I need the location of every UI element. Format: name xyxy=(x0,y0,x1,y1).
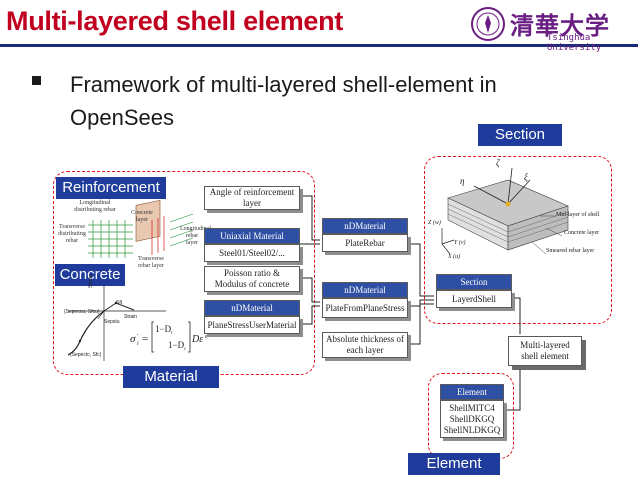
label-long-rebar-layer: Longitudinal rebar layer xyxy=(180,226,211,246)
element-header: Element xyxy=(440,384,504,400)
steel-material-box: Steel01/Steel02/... xyxy=(204,244,300,262)
reinforcement-sketch xyxy=(88,200,194,258)
section-header: Section xyxy=(436,274,512,290)
poisson-modulus-box: Poisson ratio & Modulus of concrete xyxy=(204,266,300,292)
plate-from-plane-stress-box: PlateFromPlaneStress xyxy=(322,298,408,318)
bullet-text: Framework of multi-layered shell-element… xyxy=(70,72,497,130)
element-item-shellmitc4: ShellMITC4 xyxy=(449,402,495,413)
tag-reinforcement: Reinforcement xyxy=(56,177,166,199)
ndmaterial-header-pfps: nDMaterial xyxy=(322,282,408,298)
tag-section: Section xyxy=(478,124,562,146)
element-item-shelldkgq: ShellDKGQ xyxy=(449,413,495,424)
connector-section-result xyxy=(512,297,521,334)
tag-concrete: Concrete xyxy=(55,264,125,286)
label-concrete-layer-section: Concrete layer xyxy=(564,230,600,236)
plane-stress-user-material-box: PlaneStressUserMaterial xyxy=(204,316,300,334)
label-trans-dist-rebar: Transverse distributing rebar xyxy=(58,224,86,244)
svg-text:σ: σ xyxy=(130,333,136,345)
logo-english-text: Tsinghua University xyxy=(547,33,602,53)
label-eta: η xyxy=(460,176,465,186)
section-group xyxy=(424,156,612,324)
title-underline xyxy=(0,44,638,47)
slide-title: Multi-layered shell element xyxy=(6,6,344,36)
label-axis-x: X (u) xyxy=(448,254,461,260)
connector-element-result xyxy=(504,366,521,411)
connector-angle-platerebar xyxy=(300,195,320,241)
seal-icon xyxy=(471,7,505,41)
label-point-ultimate: Sepstu xyxy=(104,319,120,325)
tag-element: Element xyxy=(408,453,500,475)
svg-text:1−D: 1−D xyxy=(168,340,185,350)
ndmaterial-header-1: nDMaterial xyxy=(204,300,300,316)
svg-text:=: = xyxy=(142,333,148,345)
constitutive-formula: σ ' i = 1−D t 1−D c Dε e xyxy=(130,321,208,353)
svg-text:c: c xyxy=(184,347,187,352)
bullet-icon xyxy=(32,76,41,85)
label-long-dist-rebar: Longitudinal distributing rebar xyxy=(74,200,116,213)
element-list-box: ShellMITC4 ShellDKGQ ShellNLDKGQ xyxy=(440,400,504,438)
label-concrete-layer: Concrete layer xyxy=(131,210,153,223)
concrete-stress-strain-sketch xyxy=(67,285,166,361)
absolute-thickness-box: Absolute thickness of each layer xyxy=(322,332,408,358)
label-smeared-rebar: Smeared rebar layer xyxy=(546,248,595,254)
svg-text:t: t xyxy=(171,331,173,336)
label-stress: Stress xyxy=(88,273,94,288)
university-logo xyxy=(470,6,506,42)
svg-text:e: e xyxy=(205,334,208,340)
label-mid-layer: Mid-layer of shell xyxy=(556,212,600,218)
plate-rebar-box: PlateRebar xyxy=(322,234,408,252)
label-trans-rebar-layer: Transverse rebar layer xyxy=(137,256,165,269)
label-axis-z: Z (w) xyxy=(428,220,441,226)
connector-platerebar-section xyxy=(408,243,434,297)
connector-psum-pfps xyxy=(300,305,320,325)
label-point-tension: (Sepectc, Sfc) xyxy=(70,352,102,358)
svg-text:1−D: 1−D xyxy=(155,324,172,334)
label-axis-y: Y (v) xyxy=(454,240,466,246)
svg-text:Dε: Dε xyxy=(191,334,203,345)
connector-thickness-section xyxy=(408,303,434,345)
uniaxial-material-header: Uniaxial Material xyxy=(204,228,300,244)
section-layer-figure xyxy=(441,167,569,255)
label-point-crack: Sft xyxy=(116,300,123,306)
logo-chinese-text: 清華大学 xyxy=(510,11,610,40)
connector-poisson-pfps xyxy=(300,277,320,303)
connector-pfps-section xyxy=(408,299,434,307)
ndmaterial-header-rebar: nDMaterial xyxy=(322,218,408,234)
label-strain: Strain xyxy=(124,314,138,320)
angle-reinforcement-box: Angle of reinforcement layer xyxy=(204,186,300,210)
svg-text:': ' xyxy=(137,334,138,340)
label-xi: ξ xyxy=(524,172,528,182)
tag-material: Material xyxy=(123,366,219,388)
layered-shell-box: LayerdShell xyxy=(436,290,512,308)
element-item-shellnldkgq: ShellNLDKGQ xyxy=(443,424,501,435)
svg-text:i: i xyxy=(137,341,139,347)
label-point-peak: (Sepeccu, Sfcu) xyxy=(64,309,100,315)
label-zeta: ζ xyxy=(496,158,500,168)
multi-layered-shell-result-box: Multi-layered shell element xyxy=(508,336,582,366)
